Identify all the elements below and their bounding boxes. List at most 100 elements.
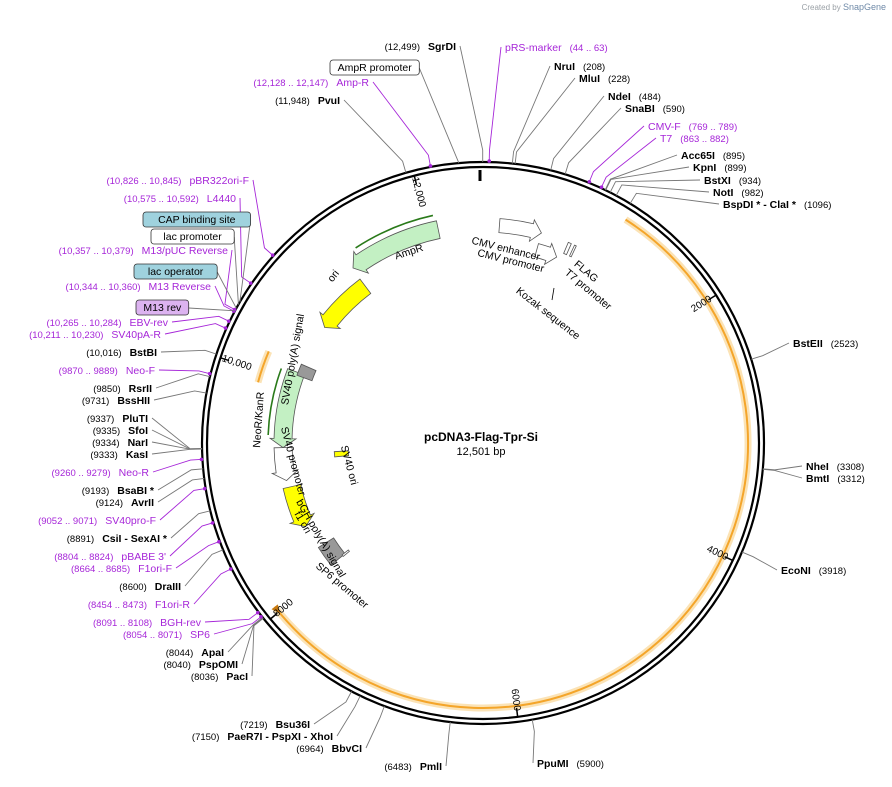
primer-position: (10,211 .. 10,230) [29,330,103,341]
enzyme-name: NdeI [608,91,631,103]
primer-label-m13-reverse: (10,344 .. 10,360)M13 Reverse [66,281,212,293]
primer-name: L4440 [207,193,236,205]
primer-name: M13 Reverse [149,281,212,293]
enzyme-leader-acc65i [604,154,678,191]
primer-position: (8664 .. 8685) [71,564,130,575]
primer-leader-ebv-rev [171,315,228,323]
backbone-outer-circle [200,160,766,726]
enzyme-leader-ndei [550,95,605,171]
leader-line-layer [151,45,803,767]
enzyme-leader-nrui [511,65,551,164]
primer-label-amp-r: (12,128 .. 12,147)Amp-R [253,77,369,89]
primer-site-marker [270,253,275,257]
enzyme-label-pspomi: (8040)PspOMI [163,659,238,671]
enzyme-position: (1096) [804,200,831,211]
enzyme-name: Bsu36I [276,719,311,731]
primer-leader-m13-puc-reverse [224,249,234,310]
feature-layer [267,214,577,566]
primer-leader-prs-marker [488,46,502,161]
primer-leader-t7 [601,137,657,187]
enzyme-label-bsshii: (9731)BssHII [82,395,150,407]
enzyme-label-paci: (8036)PacI [191,671,248,683]
tick-mark [515,707,519,717]
feature-flag [563,241,572,256]
box-cap-binding-site [142,211,251,228]
enzyme-leader-avrii [157,478,205,503]
primer-name: SV40pro-F [105,515,156,527]
feature-label-sv40-poly-a-signal: SV40 poly(A) signal [279,313,307,406]
primer-site-marker [248,281,253,285]
enzyme-position: (6483) [384,762,411,773]
enzyme-name: PaeR7I - PspXI - XhoI [227,731,333,743]
enzyme-label-bsabi: (9193) BsaBI * [82,485,155,497]
enzyme-leader-sgrdi [459,45,484,163]
box-label-lac-operator: lac operator [148,266,204,278]
enzyme-position: (590) [663,104,685,115]
enzyme-leader-draiii [184,549,224,587]
enzyme-position: (3312) [837,474,864,485]
enzyme-label-pvui: (11,948)PvuI [275,95,340,107]
enzyme-name: BstEII [793,338,823,350]
tick-label: 12,000 [409,176,427,209]
enzyme-label-bspdi-clai: BspDI * - ClaI *(1096) [723,199,831,211]
enzyme-name: NarI [128,437,149,449]
snapgene-watermark: Created by SnapGene [802,2,886,12]
primer-leader-sv40pro-f [159,488,204,521]
primer-leader-f1ori-r [193,569,231,605]
enzyme-name: SnaBI [625,103,655,115]
enzyme-name: BssHII [117,395,150,407]
primer-leader-neo-r [152,459,201,473]
enzyme-leader-paci [251,617,264,677]
tick-mark [220,357,230,362]
enzyme-name: KasI [126,449,148,461]
feature-bgh-poly-a-signal [317,537,346,566]
feature-ampr [352,220,441,274]
enzyme-leader-bsu36i [313,691,352,725]
primer-position: (769 .. 789) [689,122,738,133]
enzyme-position: (982) [741,188,763,199]
enzyme-label-nari: (9334)NarI [92,437,148,449]
primer-site-marker [207,371,212,376]
enzyme-position: (7219) [240,720,267,731]
enzyme-position: (899) [724,163,746,174]
primer-site-marker [223,326,228,330]
enzyme-position: (934) [739,176,761,187]
primer-leader-f1ori-f [175,541,219,569]
feature-sv40-poly-a-signal [296,363,317,382]
primer-label-pbabe-3: (8804 .. 8824)pBABE 3' [54,551,166,563]
enzyme-label-mlui: MluI(228) [579,73,630,85]
primer-label-f1ori-r: (8454 .. 8473)F1ori-R [88,599,191,611]
primer-leader-bgh-rev [204,612,258,623]
primer-position: (10,265 .. 10,284) [46,318,121,329]
enzyme-name: ApaI [201,647,224,659]
primer-label-f1ori-f: (8664 .. 8685)F1ori-F [71,563,172,575]
primer-name: T7 [660,133,672,145]
enzyme-name: CsiI - SexAI * [102,533,168,545]
enzyme-leader-nari [151,441,203,450]
enzyme-name: BsaBI * [117,485,155,497]
enzyme-position: (9193) [82,486,109,497]
primer-label-cmv-f: CMV-F(769 .. 789) [648,121,737,133]
primer-label-m13-puc-reverse: (10,357 .. 10,379)M13/pUC Reverse [59,245,229,257]
enzyme-label-ppumi: PpuMI(5900) [537,758,604,770]
enzyme-position: (484) [639,92,661,103]
feature-cmv-enhancer [498,218,542,243]
primer-leader-neo-f [158,369,209,374]
feature-neor-kanr-strand-line [267,368,283,436]
enzyme-label-kasi: (9333)KasI [90,449,148,461]
enzyme-name: SfoI [128,425,148,437]
primer-label-bgh-rev: (8091 .. 8108)BGH-rev [93,617,202,629]
enzyme-leader-pmli [445,722,451,767]
enzyme-position: (10,016) [86,348,121,359]
primer-position: (863 .. 882) [680,134,729,145]
enzyme-name: BstXI [704,175,731,187]
orf-arrowhead [271,604,280,614]
enzyme-position: (9850) [93,384,120,395]
primer-site-marker [255,610,260,615]
enzyme-leader-noti [615,184,710,196]
feature-sp6-promoter [341,549,350,557]
primer-name: BGH-rev [160,617,202,629]
box-leader-lac-promoter [233,236,239,305]
box-ampr-promoter [329,59,420,76]
